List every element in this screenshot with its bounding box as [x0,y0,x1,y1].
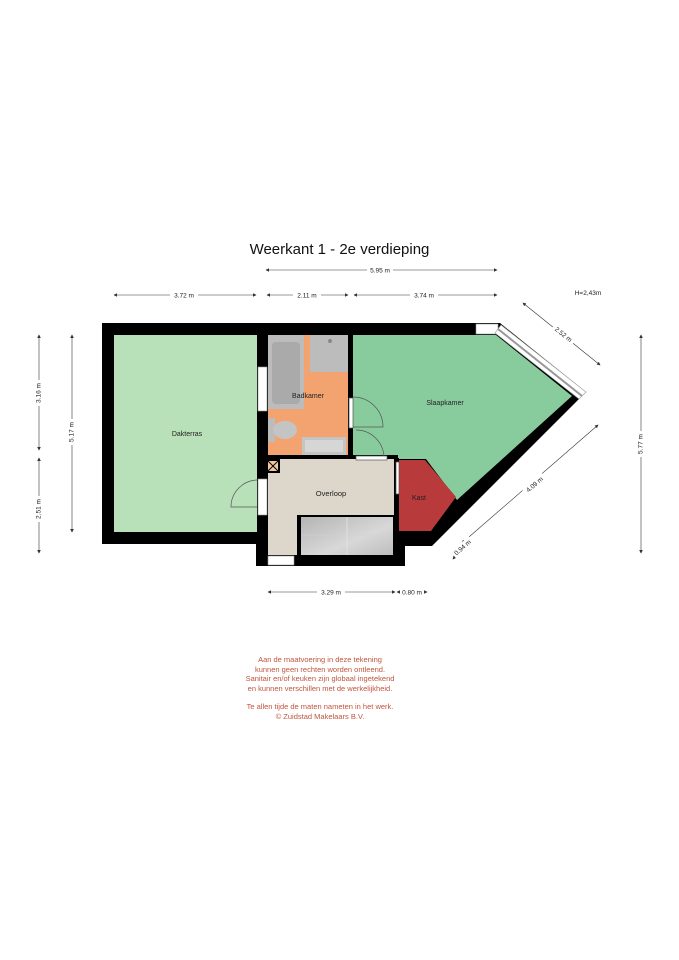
disclaimer-line: Te allen tijde de maten nameten in het w… [246,702,394,712]
disclaimer-line: kunnen geen rechten worden ontleend. [254,664,386,674]
label-dakterras: Dakterras [172,431,203,438]
room-kast [398,460,456,531]
disclaimer-line: en kunnen verschillen met de werkelijkhe… [247,683,393,693]
toilet-icon [268,418,297,442]
disclaimer-line: Aan de maatvoering in deze tekening [258,655,382,664]
label-kast: Kast [412,495,426,502]
shaft-icon [266,459,280,473]
interior-wall [394,458,399,538]
label-slaapkamer: Slaapkamer [426,400,464,407]
shower-icon [310,335,348,372]
interior-wall [348,335,353,459]
dim-left-upper: 3.16 m [36,383,43,403]
copyright: © Zuidstad Makelaars B.V. [275,711,365,721]
ceiling-height: H=2,43m [575,290,602,297]
disclaimer-line: Sanitair en/of keuken zijn globaal inget… [245,674,395,684]
room-dakterras [114,335,257,532]
dim-left-lower: 2.51 m [36,499,43,519]
dim-top-total: 5.95 m [370,268,390,275]
interior-wall [258,455,398,459]
label-overloop: Overloop [316,489,346,498]
dim-top-mid: 2.11 m [297,293,316,300]
dim-top-right: 3.74 m [414,293,434,300]
disclaimer: Aan de maatvoering in deze tekening kunn… [180,655,460,722]
dim-bottom-right: 0.80 m [402,590,422,597]
bathtub-icon [268,335,304,409]
dim-left-total: 5.17 m [69,422,76,442]
doors [230,396,400,508]
floorplan-title: Weerkant 1 - 2e verdieping [249,241,430,258]
dim-right-total: 5.77 m [638,434,645,454]
dim-top-left: 3.72 m [174,293,194,300]
room-slaapkamer [352,335,572,500]
dim-bottom-left: 3.29 m [321,590,341,597]
label-badkamer: Badkamer [292,393,325,400]
sink-icon [302,437,346,455]
